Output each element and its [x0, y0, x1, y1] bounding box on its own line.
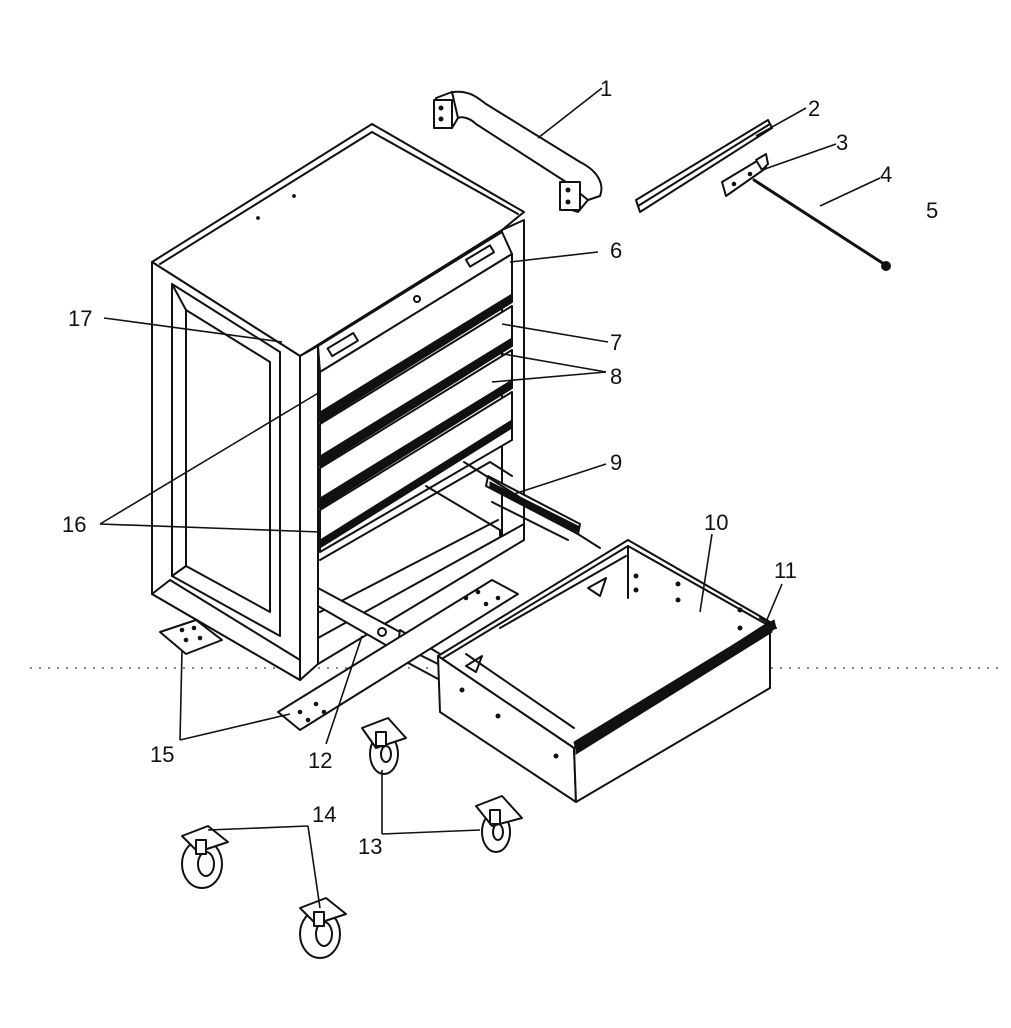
- casters-14-part: [181, 825, 347, 959]
- callout-12: 12: [308, 748, 332, 773]
- callout-13: 13: [358, 834, 382, 859]
- rod-knob-part: [881, 261, 891, 271]
- tool-cabinet: [151, 123, 525, 681]
- callout-9: 9: [610, 450, 622, 475]
- callout-14: 14: [312, 802, 336, 827]
- callout-7: 7: [610, 330, 622, 355]
- drawer-part: [437, 539, 777, 803]
- drawer-slide-bar-part: [635, 119, 773, 213]
- callout-6: 6: [610, 238, 622, 263]
- callout-11: 11: [774, 558, 797, 583]
- callout-4: 4: [880, 162, 892, 187]
- callout-1: 1: [600, 76, 612, 101]
- drawer-slide-part: [463, 461, 601, 549]
- callout-3: 3: [836, 130, 848, 155]
- lock-rod-part: [752, 178, 886, 266]
- callout-15: 15: [150, 742, 174, 767]
- callout-labels: 1 2 3 4 5 6 7 8 9 10 11 12 13 14 15 16 1…: [62, 76, 938, 859]
- drawer-front-rail-part: [573, 619, 777, 751]
- callout-8: 8: [610, 364, 622, 389]
- callout-2: 2: [808, 96, 820, 121]
- callout-10: 10: [704, 510, 728, 535]
- caster-plates-part: [159, 579, 519, 731]
- casters-13-part: [361, 717, 523, 853]
- callout-17: 17: [68, 306, 92, 331]
- lock-bracket-part: [721, 153, 769, 197]
- leader-lines: [99, 87, 881, 909]
- callout-16: 16: [62, 512, 86, 537]
- handle-part: [433, 90, 603, 213]
- callout-5: 5: [926, 198, 938, 223]
